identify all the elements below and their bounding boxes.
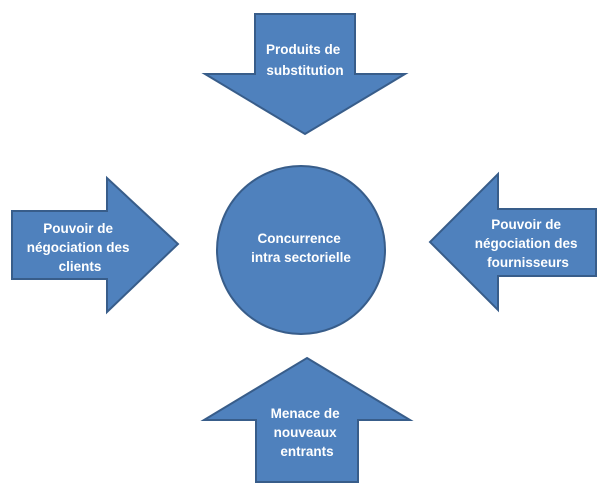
left-arrow-label-line: Pouvoir de [43, 221, 113, 236]
left-arrow: Pouvoir de négociation des clients [11, 175, 180, 315]
right-arrow: Pouvoir de négociation des fournisseurs [428, 171, 597, 313]
center-label-line: Concurrence [257, 231, 341, 246]
left-arrow-label-line: négociation des [27, 240, 130, 255]
top-arrow-label: Produits de substitution [266, 42, 344, 78]
down-arrow-icon [201, 13, 409, 136]
left-arrow-label-line: clients [59, 259, 102, 274]
top-arrow-label-line: Produits de [266, 42, 341, 57]
bottom-arrow-label: Menace de nouveaux entrants [271, 406, 344, 459]
right-arrow-label: Pouvoir de négociation des fournisseurs [475, 217, 582, 270]
top-arrow: Produits de substitution [201, 13, 409, 136]
bottom-arrow: Menace de nouveaux entrants [200, 356, 414, 483]
bottom-arrow-label-line: entrants [280, 444, 333, 459]
circle-shape [216, 165, 386, 335]
center-label-line: intra sectorielle [251, 250, 351, 265]
left-arrow-icon [428, 171, 597, 313]
bottom-arrow-label-line: nouveaux [274, 425, 338, 440]
center-label: Concurrence intra sectorielle [251, 231, 351, 265]
top-arrow-label-line: substitution [266, 63, 343, 78]
center-circle: Concurrence intra sectorielle [216, 165, 386, 335]
right-arrow-label-line: fournisseurs [487, 255, 569, 270]
right-arrow-label-line: Pouvoir de [491, 217, 561, 232]
right-arrow-icon [11, 175, 180, 315]
bottom-arrow-label-line: Menace de [271, 406, 341, 421]
left-arrow-label: Pouvoir de négociation des clients [27, 221, 134, 274]
right-arrow-label-line: négociation des [475, 236, 578, 251]
up-arrow-icon [200, 356, 414, 483]
